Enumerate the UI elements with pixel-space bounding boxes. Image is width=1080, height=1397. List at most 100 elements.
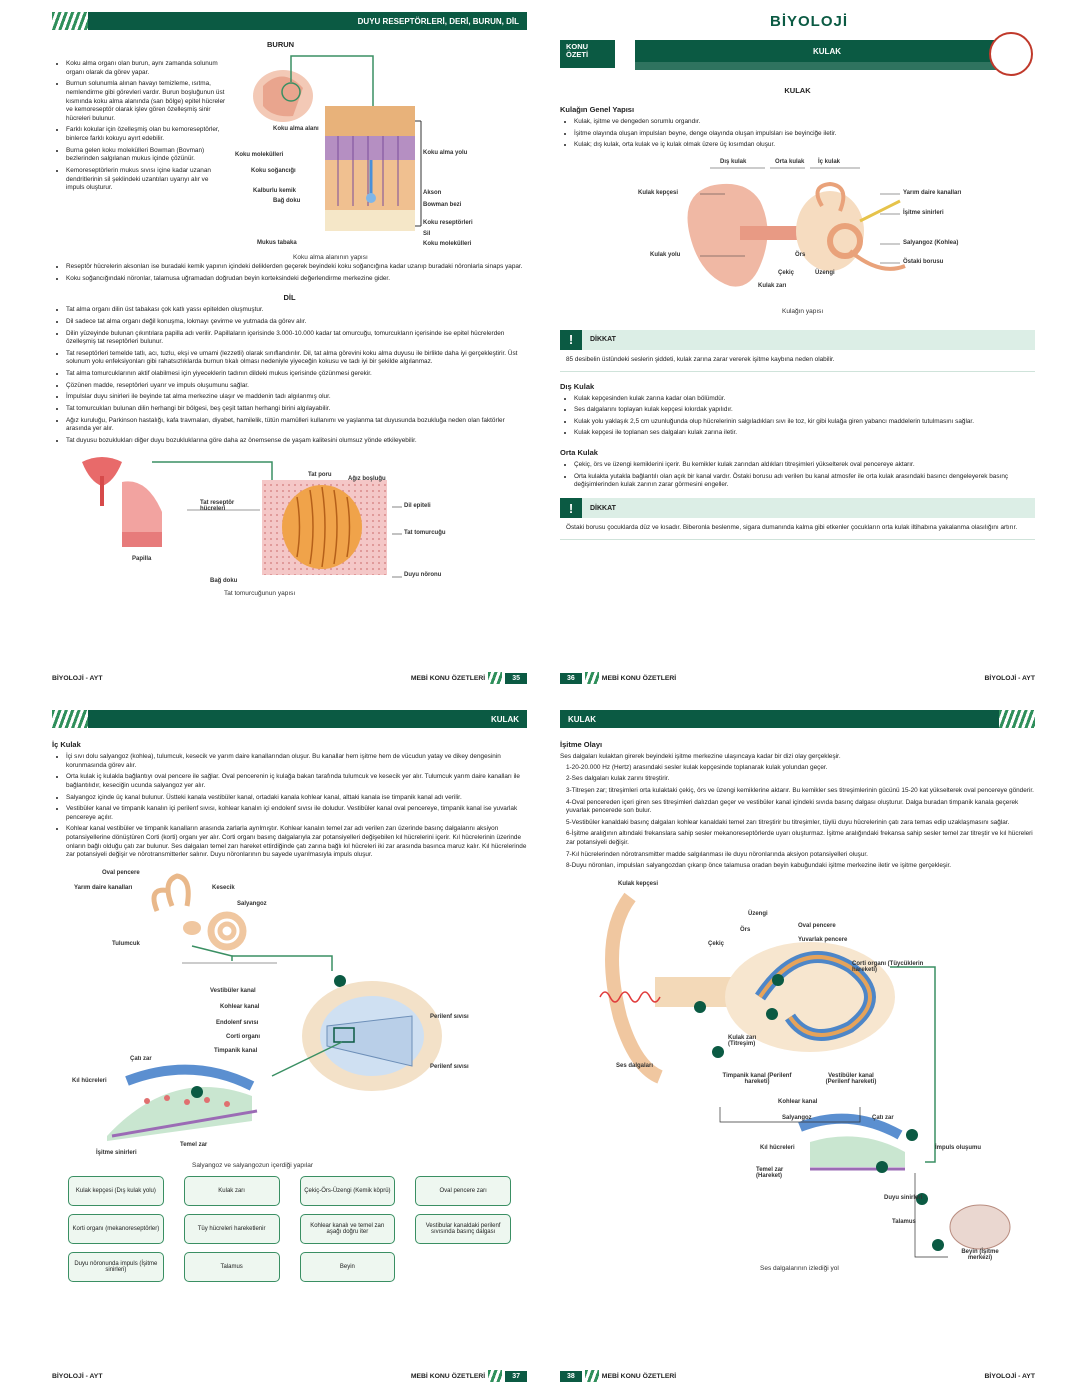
fig-label: Yarım daire kanalları — [903, 189, 962, 196]
fig-label: Salyangoz — [782, 1115, 812, 1122]
fig-label: Dış kulak — [720, 158, 747, 165]
hearing-steps: 1-20-20.000 Hz (Hertz) arasındaki sesler… — [560, 764, 1035, 871]
footer-left: MEBİ KONU ÖZETLERİ — [601, 674, 677, 682]
tongue-list: Tat alma organı dilin üst tabakası çok k… — [52, 306, 527, 445]
fig-label: Endolenf sıvısı — [216, 1020, 259, 1027]
fig-label: Bağ doku — [273, 198, 301, 204]
fig-label: Tat reseptör hücreleri — [200, 499, 235, 512]
attention-text: 85 desibelin üstündeki seslerin şiddeti,… — [560, 354, 1035, 372]
fig-label: Koku soğancığı — [251, 168, 296, 174]
fig-label: Ses dalgaları — [616, 1063, 654, 1070]
top-banner: BİYOLOJİ KONU ÖZETİ KULAK — [560, 10, 1035, 76]
page-title: KULAK — [784, 86, 811, 95]
page-footer: 36 MEBİ KONU ÖZETLERİ BİYOLOJİ - AYT — [560, 671, 1035, 685]
list-item: İşitme olayında oluşan impulsları beyne,… — [574, 130, 1035, 139]
list-item: Kulak yolu yaklaşık 2,5 cm uzunluğunda o… — [574, 418, 1035, 427]
list-item: Vestibüler kanal ve timpanik kanalın içi… — [66, 805, 527, 822]
fig-label: Salyangoz — [237, 901, 267, 908]
fig-label: Duyu sinirleri — [884, 1195, 923, 1202]
page-number: 37 — [505, 1370, 527, 1382]
page-footer: 38 MEBİ KONU ÖZETLERİ BİYOLOJİ - AYT — [560, 1369, 1035, 1383]
nose-caption: Koku alma alanının yapısı — [293, 254, 368, 261]
nose-title: BURUN — [267, 40, 295, 49]
list-item: 2-Ses dalgaları kulak zarını titreştirir… — [566, 775, 670, 783]
list-item: Ağız kuruluğu, Parkinson hastalığı, kafa… — [66, 417, 527, 434]
konu-ozeti-badge: KONU ÖZETİ — [560, 40, 615, 68]
fig-label: Kulak yolu — [650, 251, 681, 258]
page-number: 38 — [560, 1370, 582, 1382]
footer-right: MEBİ KONU ÖZETLERİ — [410, 1372, 486, 1380]
list-item: Kemoreseptörlerin mukus sıvısı içine kad… — [66, 167, 227, 193]
flow-step: Vestibular kanaldaki perilenf sıvısında … — [415, 1214, 511, 1245]
fig-label: Akson — [423, 190, 442, 196]
fig-label: Temel zar — [180, 1142, 208, 1149]
list-item: Orta kulak iç kulakla bağlantıyı oval pe… — [66, 773, 527, 790]
fig-label: Yarım daire kanalları — [74, 885, 133, 892]
fig-label: Koku alma alanı — [273, 126, 319, 132]
fig-label: Beyin (İşitme merkezi) — [961, 1249, 999, 1262]
list-item: Tat duyusu bozuklukları diğer duyu bozuk… — [66, 437, 527, 446]
attention-box: ! DİKKAT — [560, 329, 1035, 350]
page-35: DUYU RESEPTÖRLERİ, DERİ, BURUN, DİL Koku… — [52, 10, 527, 685]
fig-label: Vestibüler kanal (Perilenf hareketi) — [825, 1073, 877, 1086]
fig-label: Perilenf sıvısı — [430, 1014, 469, 1021]
ministry-seal-icon — [989, 32, 1033, 76]
footer-right: BİYOLOJİ - AYT — [984, 674, 1035, 682]
sound-path-figure: Kulak kepçesi Üzengi Örs Çekiç Oval penc… — [560, 877, 1035, 1277]
footer-right: MEBİ KONU ÖZETLERİ — [410, 674, 486, 682]
brand-title: BİYOLOJİ — [770, 13, 849, 30]
list-item: 5-Vestibüler kanaldaki basınç dalgaları … — [566, 818, 1010, 826]
page-36: BİYOLOJİ KONU ÖZETİ KULAK KULAK Kulağın … — [560, 10, 1035, 685]
list-item: Koku soğancığındaki nöronlar, talamusa u… — [66, 275, 527, 284]
flow-step: Tüy hücreleri hareketlenir — [183, 1214, 280, 1245]
list-item: Kulak kepçesi ile toplanan ses dalgaları… — [574, 429, 1035, 438]
flow-step: Duyu nöronunda impuls (İşitme sinirleri) — [68, 1252, 164, 1283]
nose-list: Koku alma organı olan burun, aynı zamand… — [52, 60, 227, 193]
footer-stripes — [584, 1370, 599, 1382]
tongue-illustration — [82, 456, 402, 577]
list-item: Tat reseptörleri temelde tatlı, acı, tuz… — [66, 350, 527, 367]
fig-label: Kulak kepçesi — [618, 881, 659, 888]
sound-path-illustration — [599, 892, 1011, 1258]
tongue-figure: Tat poru Ağız boşluğu Tat reseptör hücre… — [52, 452, 527, 597]
list-item: 4-Oval pencereden içeri giren ses titreş… — [566, 798, 1019, 815]
fig-label: Çekiç — [708, 941, 725, 948]
list-item: Kulak; dış kulak, orta kulak ve iç kulak… — [574, 141, 1035, 150]
list-item: 7-Kıl hücrelerinden nörotransmitter madd… — [566, 850, 868, 858]
cochlea-caption: Salyangoz ve salyangozun içerdiği yapıla… — [192, 1162, 314, 1170]
intro-text: Ses dalgaları kulaktan girerek beyindeki… — [560, 753, 841, 760]
footer-stripes — [584, 672, 599, 684]
header-title: KULAK — [88, 710, 527, 728]
flow-step: Talamus — [183, 1252, 280, 1283]
page-header: KULAK — [52, 708, 527, 730]
list-item: İmpulslar duyu sinirleri ile beyinde tat… — [66, 393, 527, 402]
fig-label: Salyangoz (Kohlea) — [903, 239, 959, 246]
flow-step: Kohlear kanalı ve temel zarı aşağı doğru… — [299, 1214, 396, 1245]
flow-step: Kulak kepçesi (Dış kulak yolu) — [68, 1176, 164, 1207]
nose-figure: BURUN Koku alma alanı — [233, 34, 527, 261]
list-item: 3-Titreşen zar; titreşimleri orta kulakt… — [566, 786, 1034, 794]
list-item: Orta kulakta yutakla bağlantılı olan açı… — [574, 473, 1035, 490]
fig-label: Kıl hücreleri — [760, 1145, 795, 1152]
middle-title: Orta Kulak — [560, 448, 598, 458]
attention-title: DİKKAT — [590, 504, 616, 512]
flow-step: Beyin — [299, 1252, 396, 1283]
attention-box: ! DİKKAT — [560, 498, 1035, 519]
general-title: Kulağın Genel Yapısı — [560, 105, 635, 114]
fig-label: Ağız boşluğu — [348, 475, 386, 482]
tongue-title: DİL — [283, 293, 296, 303]
fig-label: Oval pencere — [798, 923, 836, 930]
ear-illustration — [687, 167, 906, 287]
fig-label: Timpanik kanal (Perilenf hareketi) — [722, 1073, 792, 1086]
nose-illustration — [253, 55, 422, 231]
fig-label: Çatı zar — [872, 1115, 894, 1122]
outer-list: Kulak kepçesinden kulak zarına kadar ola… — [560, 395, 1035, 439]
flow-step: Korti organı (mekanoreseptörler) — [68, 1214, 164, 1245]
fig-label: Koku molekülleri — [423, 241, 472, 247]
fig-label: Tat tomurcuğu — [404, 529, 446, 536]
fig-label: Üzengi — [815, 269, 835, 276]
list-item: 8-Duyu nöronları, impulsları salyangozda… — [566, 862, 952, 870]
attention-text: Östaki borusu çocuklarda düz ve kısadır.… — [560, 522, 1035, 540]
page-header: KULAK — [560, 708, 1035, 730]
list-item: Salyangoz içinde üç kanal bulunur. Üstte… — [66, 794, 527, 803]
